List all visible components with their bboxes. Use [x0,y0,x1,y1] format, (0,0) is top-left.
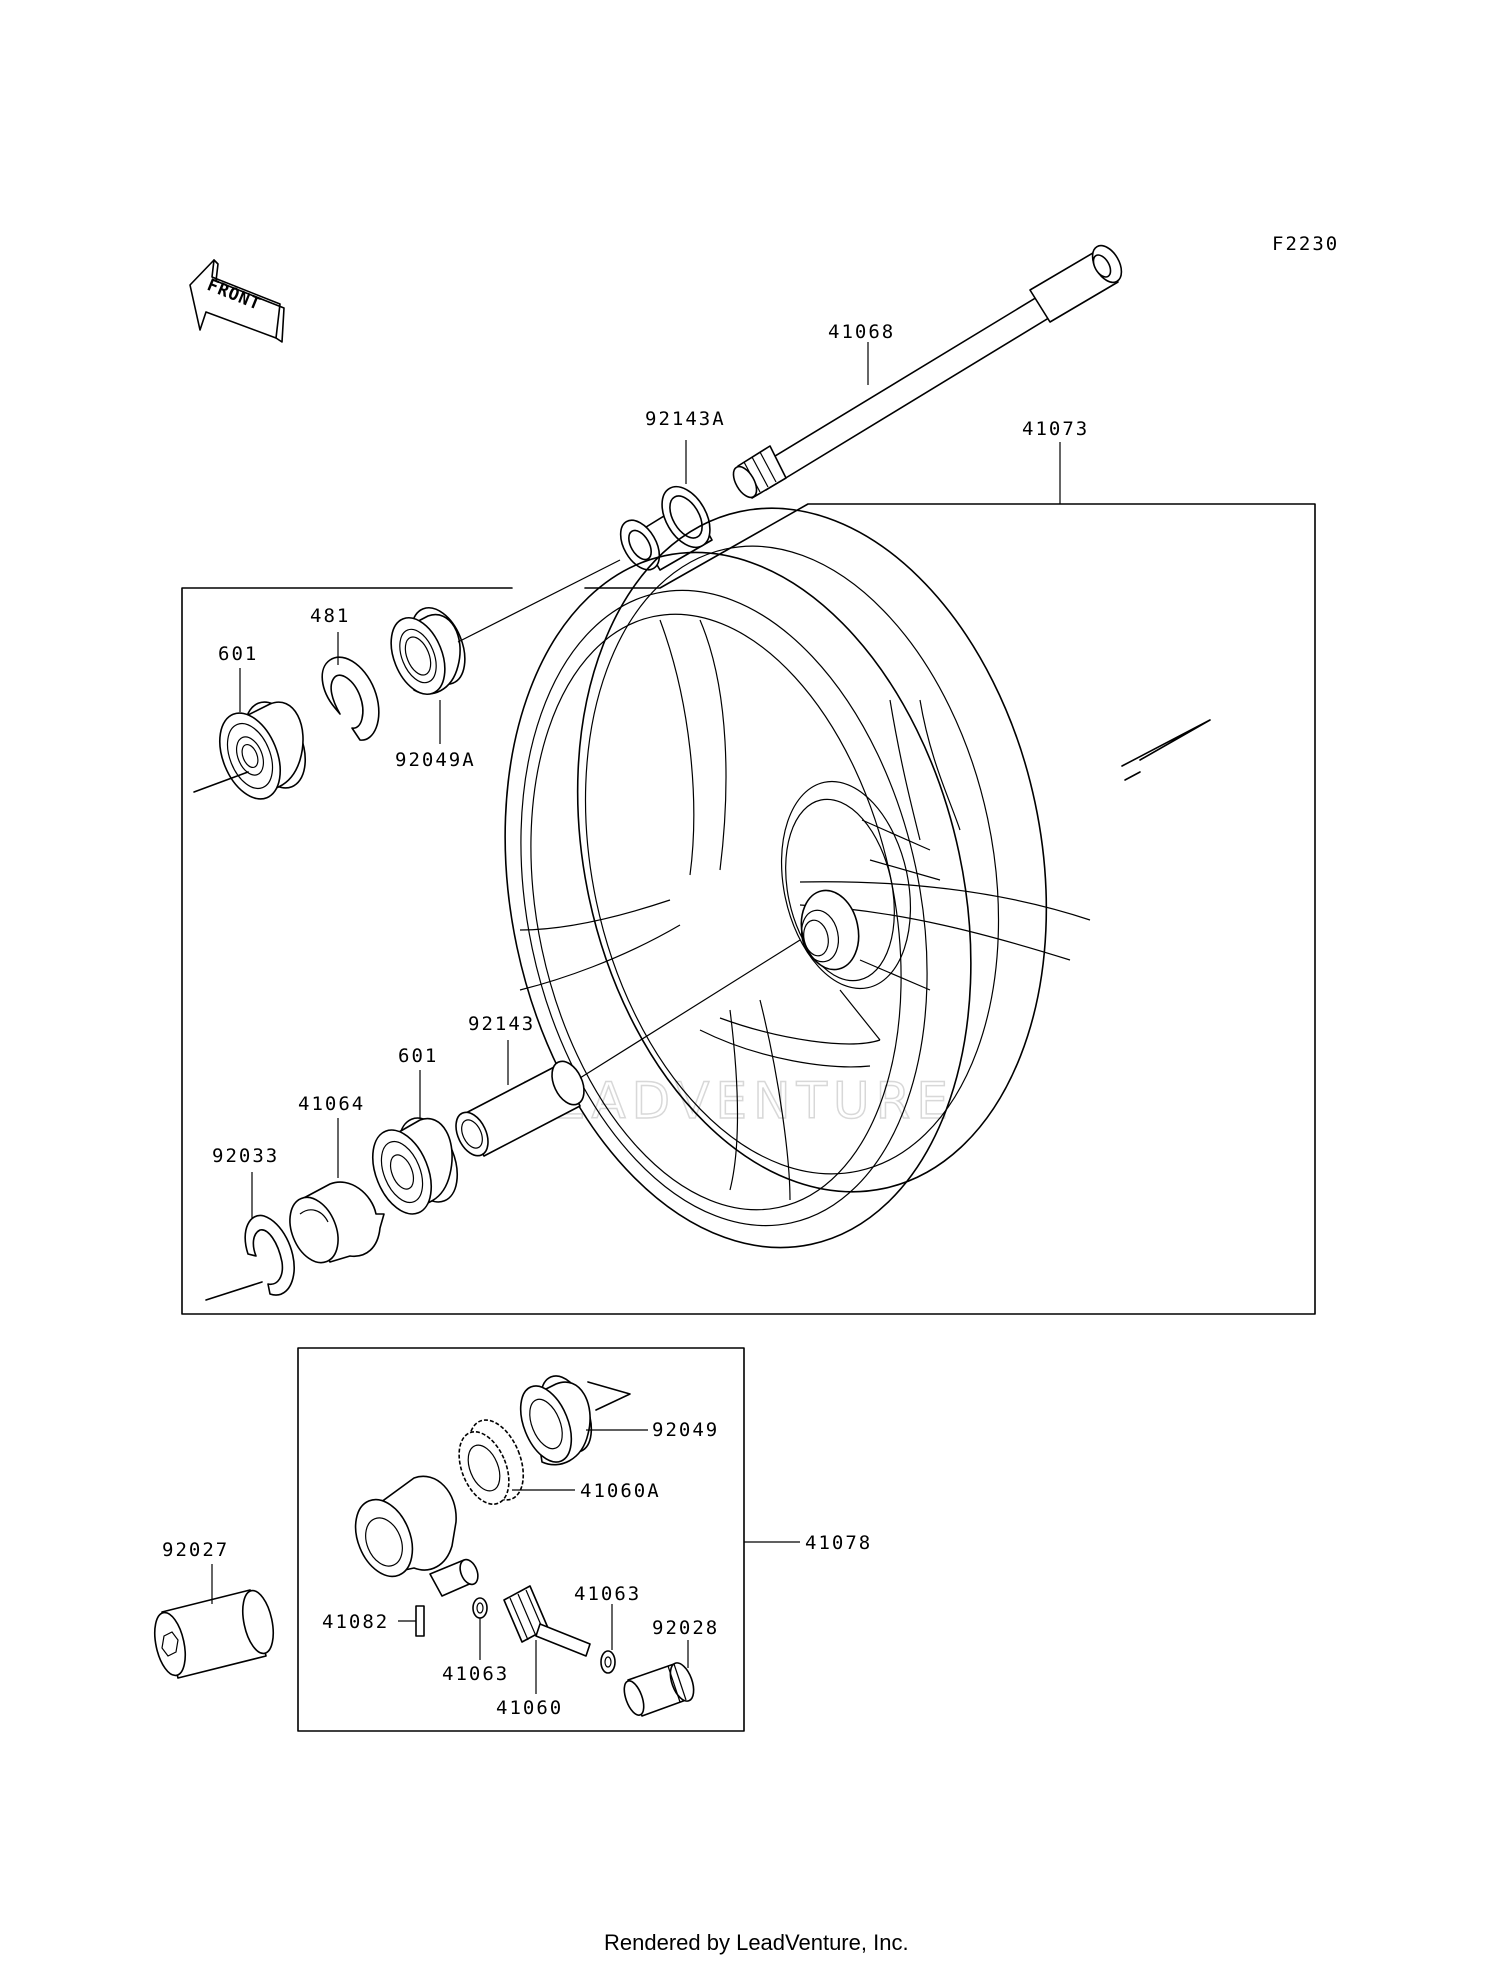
gear-box-cover-41064 [289,1181,385,1264]
part-label-41073: 41073 [1022,418,1089,440]
gear-box-assembly-box [297,1347,745,1732]
outer-collar-92027 [153,1589,275,1679]
circlip-92033 [244,1214,295,1296]
oil-seal-92049 [519,1375,593,1466]
part-label-92033: 92033 [212,1145,279,1167]
part-label-601-lower: 601 [398,1045,438,1067]
wheel-bearing-lower [371,1117,459,1215]
part-label-92027: 92027 [162,1539,229,1561]
part-label-41060A: 41060A [580,1480,661,1502]
wheel-assembly-box [181,503,1316,1315]
part-label-41064: 41064 [298,1093,365,1115]
front-axle [732,244,1123,499]
part-label-41063-left: 41063 [442,1663,509,1685]
part-label-92143: 92143 [468,1013,535,1035]
render-credit-footer: Rendered by LeadVenture, Inc. [604,1930,909,1955]
bushing-92028 [623,1662,695,1717]
part-label-92049A: 92049A [395,749,476,771]
part-label-41068: 41068 [828,321,895,343]
washer-41063-left [472,1597,488,1619]
part-label-92143A: 92143A [645,408,726,430]
part-label-92049: 92049 [652,1419,719,1441]
gear-box-housing [354,1475,479,1597]
part-label-481: 481 [310,605,350,627]
axle-collar-a [619,485,713,571]
wheel-collar-92143 [455,1060,585,1157]
pinion-41060 [503,1585,591,1657]
part-label-601-upper: 601 [218,643,258,665]
part-label-41063-right: 41063 [574,1583,641,1605]
oil-seal-92049A [390,607,466,695]
diagram-code: F2230 [1272,233,1339,255]
washer-41063-right [600,1650,616,1674]
drive-gear-41060A [458,1419,525,1505]
front-direction-arrow: FRONT [189,259,285,343]
part-label-41078: 41078 [805,1532,872,1554]
part-label-41060: 41060 [496,1697,563,1719]
wheel-bearing-upper [219,701,306,800]
front-wheel [504,507,1211,1249]
part-label-92028: 92028 [652,1617,719,1639]
pin-41082 [415,1605,425,1637]
part-label-41082: 41082 [322,1611,389,1633]
snap-ring-481 [321,656,380,741]
